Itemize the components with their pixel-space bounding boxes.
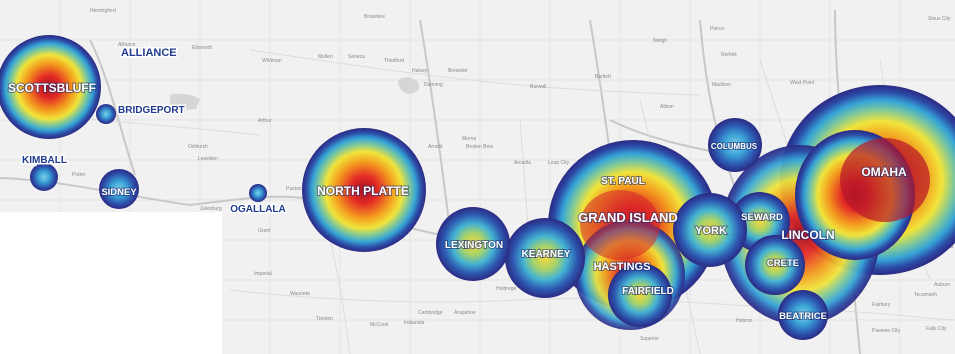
basemap-place-label: Brownlee — [364, 14, 385, 20]
basemap-place-label: Superior — [640, 336, 659, 342]
basemap-place-label: Falls City — [926, 326, 947, 332]
basemap-place-label: Arapahoe — [454, 310, 476, 316]
basemap-place-label: West Point — [790, 80, 815, 86]
basemap-place-label: Paxton — [286, 186, 302, 192]
basemap-place-label: Loup City — [548, 160, 570, 166]
city-label-sidney[interactable]: SIDNEY — [100, 186, 138, 199]
heat-cluster-central — [505, 140, 747, 330]
city-label-lexington[interactable]: LEXINGTON — [444, 239, 504, 252]
basemap-place-label: Albion — [660, 104, 674, 110]
heat-blob-kearney — [505, 218, 585, 298]
city-label-fairfield[interactable]: FAIRFIELD — [621, 285, 675, 298]
basemap-place-label: Indianola — [404, 320, 425, 326]
basemap-place-label: Thedford — [384, 58, 404, 64]
heat-blob-scottsbluff — [0, 35, 101, 139]
basemap-place-label: Julesburg — [200, 206, 222, 212]
heat-core-grand-island — [580, 190, 660, 260]
city-label-hastings[interactable]: HASTINGS — [593, 260, 652, 274]
basemap-place-label: Burwell — [530, 84, 546, 90]
city-label-grand-island[interactable]: GRAND ISLAND — [577, 209, 679, 226]
basemap-place-label: Imperial — [254, 271, 272, 277]
city-label-scottsbluff[interactable]: SCOTTSBLUFF — [7, 80, 97, 96]
city-label-kimball[interactable]: KIMBALL — [21, 154, 69, 168]
heat-blob-bridgeport — [96, 104, 116, 124]
basemap-place-label: Halsey — [412, 68, 428, 74]
basemap-place-label: Lewellen — [198, 156, 218, 162]
city-label-york[interactable]: YORK — [694, 224, 728, 238]
city-label-ogallala[interactable]: OGALLALA — [229, 203, 288, 217]
basemap-place-label: Dunning — [424, 82, 443, 88]
heat-blob-fairfield — [608, 263, 672, 327]
basemap-place-label: Holdrege — [496, 286, 517, 292]
basemap-place-label: Arcadia — [514, 160, 531, 166]
basemap-place-label: Arnold — [428, 144, 443, 150]
basemap-place-label: Auburn — [934, 282, 950, 288]
city-label-st-paul[interactable]: ST. PAUL — [600, 175, 646, 188]
heat-blob-lexington — [436, 207, 510, 281]
city-label-crete[interactable]: CRETE — [766, 257, 800, 270]
heat-core-omaha — [840, 138, 930, 222]
city-label-north-platte[interactable]: NORTH PLATTE — [316, 183, 410, 199]
city-label-omaha[interactable]: OMAHA — [860, 164, 908, 180]
heat-blob-columbus — [708, 118, 762, 172]
basemap-place-label: Bartlett — [595, 74, 611, 80]
heat-blob-york — [673, 193, 747, 267]
basemap-place-label: Potter — [72, 172, 86, 178]
basemap-place-label: Whitman — [262, 58, 282, 64]
lake — [398, 77, 419, 94]
basemap-place-label: Ellsworth — [192, 45, 213, 51]
basemap-place-label: McCook — [370, 322, 389, 328]
heat-blob-crete — [745, 235, 805, 295]
city-label-kearney[interactable]: KEARNEY — [521, 248, 572, 261]
heat-blob-north-platte — [302, 128, 426, 252]
heat-blob-kimball — [30, 163, 58, 191]
city-label-beatrice[interactable]: BEATRICE — [778, 310, 828, 323]
city-labels: SCOTTSBLUFF ALLIANCE BRIDGEPORT KIMBALL … — [7, 46, 908, 324]
basemap-place-label: Tecumseh — [914, 292, 937, 298]
heat-blob-sidney — [99, 169, 139, 209]
basemap-place-label: Trenton — [316, 316, 333, 322]
basemap-place-label: Mullen — [318, 54, 333, 60]
lake — [170, 93, 200, 110]
basemap-place-label: Pierce — [710, 26, 724, 32]
city-label-seward[interactable]: SEWARD — [740, 211, 784, 224]
city-label-columbus[interactable]: COLUMBUS — [710, 141, 759, 152]
basemap-place-label: Brewster — [448, 68, 468, 74]
basemap-place-label: Hemingford — [90, 8, 116, 14]
heat-blob-beatrice — [778, 290, 828, 340]
heat-layer — [0, 35, 955, 340]
basemap-place-label: Broken Bow — [466, 144, 493, 150]
heat-blob-ogallala — [249, 184, 267, 202]
basemap-place-label: Oshkosh — [188, 144, 208, 150]
basemap-place-label: Merna — [462, 136, 476, 142]
basemap-place-label: Norfolk — [721, 52, 737, 58]
basemap-place-label: Sioux City — [928, 16, 951, 22]
basemap-place-label: Hebron — [736, 318, 753, 324]
heat-cluster-east — [708, 85, 955, 340]
basemap-place-label: Alliance — [118, 42, 136, 48]
basemap-place-label: Pawnee City — [872, 328, 901, 334]
basemap-place-label: Neligh — [653, 38, 667, 44]
city-label-lincoln[interactable]: LINCOLN — [780, 227, 835, 243]
basemap-place-label: Cambridge — [418, 310, 443, 316]
basemap-place-label: Seneca — [348, 54, 365, 60]
city-label-bridgeport[interactable]: BRIDGEPORT — [117, 104, 187, 118]
basemap-place-label: Madison — [712, 82, 731, 88]
basemap-place-label: Arthur — [258, 118, 272, 124]
basemap-place-label: Grant — [258, 228, 271, 234]
basemap-place-label: Fairbury — [872, 302, 891, 308]
city-label-alliance[interactable]: ALLIANCE — [120, 46, 179, 61]
basemap-place-label: Wauneta — [290, 291, 310, 297]
